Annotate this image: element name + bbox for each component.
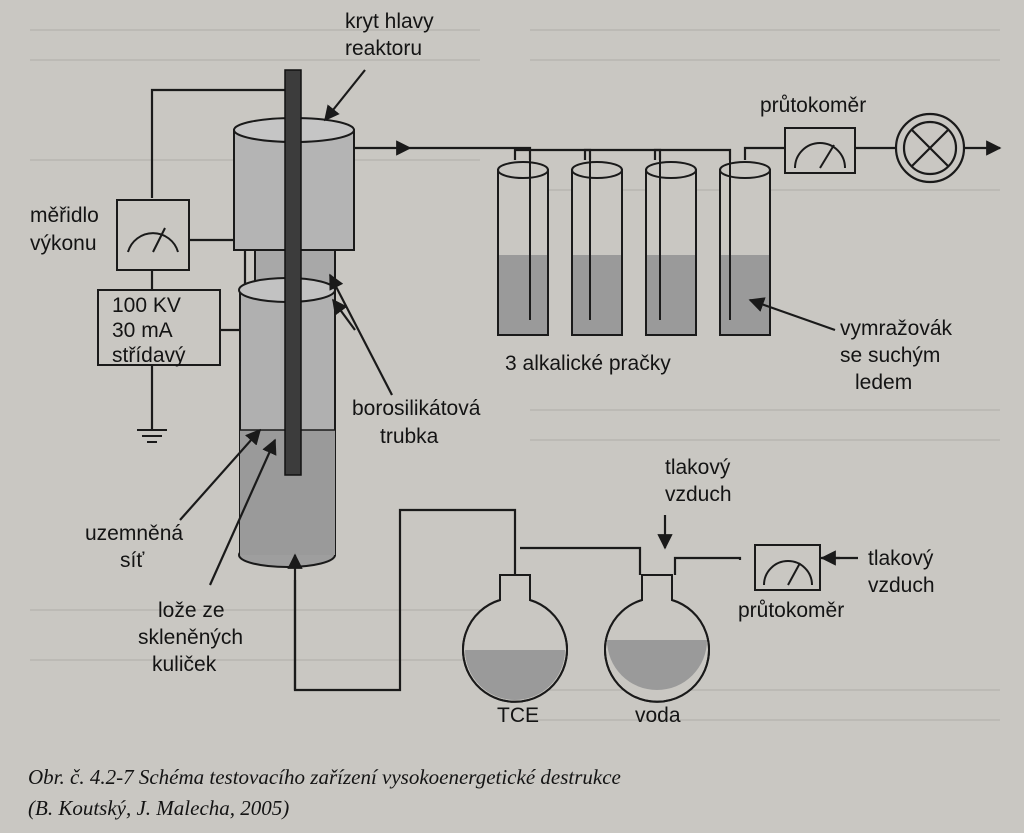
- label-air1-1: tlakový: [665, 456, 731, 479]
- label-dry-ice-2: se suchým: [840, 344, 940, 367]
- label-power-supply-2: 30 mA: [112, 319, 173, 342]
- arrow-reactor-cover: [324, 69, 366, 122]
- pointer-arrows: [179, 69, 858, 690]
- power-meter: [116, 199, 190, 271]
- dry-ice-trap: [719, 160, 771, 336]
- meter-needle: [152, 227, 166, 253]
- label-tube-2: trubka: [380, 425, 439, 448]
- label-tube-1: borosilikátová: [352, 397, 481, 420]
- label-reactor-cover-2: reaktoru: [345, 37, 422, 60]
- label-bead-3: kuliček: [152, 653, 217, 676]
- flowmeter-top: [784, 127, 856, 174]
- central-electrode: [284, 69, 302, 476]
- reactor: [233, 69, 355, 568]
- flask-water: [604, 574, 710, 703]
- label-bead-2: skleněných: [138, 626, 243, 649]
- labels: kryt hlavy reaktoru měřidlo výkonu 100 K…: [28, 10, 953, 820]
- scrubber-2: [571, 160, 623, 336]
- label-power-supply-3: střídavý: [112, 344, 186, 367]
- arrow-dry-ice: [748, 297, 836, 332]
- arrow-tube: [332, 298, 356, 331]
- power-supply-box: [97, 289, 221, 366]
- label-tce: TCE: [497, 704, 539, 727]
- label-water: voda: [635, 704, 681, 727]
- label-dry-ice-3: ledem: [855, 371, 912, 394]
- label-flowmeter-bottom: průtokoměr: [738, 599, 844, 622]
- caption-line-1: Obr. č. 4.2-7 Schéma testovacího zařízen…: [28, 765, 621, 789]
- flask-tce: [462, 574, 568, 703]
- label-power-supply-1: 100 KV: [112, 294, 181, 317]
- label-dry-ice-1: vymražovák: [840, 317, 953, 340]
- label-air2-2: vzduch: [868, 574, 935, 597]
- arrow-mesh: [179, 428, 262, 521]
- caption-line-2: (B. Koutský, J. Malecha, 2005): [28, 796, 289, 820]
- label-bead-1: lože ze: [158, 599, 225, 622]
- arrow-bead-bed: [208, 438, 277, 586]
- pump-icon: [894, 112, 966, 184]
- scrubbers: [497, 160, 771, 336]
- ground-icon: [137, 429, 167, 443]
- label-mesh-2: síť: [120, 549, 145, 572]
- label-flowmeter-top: průtokoměr: [760, 94, 866, 117]
- flowmeter-bottom: [754, 544, 821, 591]
- label-power-meter-1: měřidlo: [30, 204, 99, 227]
- label-mesh-1: uzemněná: [85, 522, 183, 545]
- label-scrubbers: 3 alkalické pračky: [505, 352, 671, 375]
- scrubber-3: [645, 160, 697, 336]
- label-air1-2: vzduch: [665, 483, 732, 506]
- label-reactor-cover-1: kryt hlavy: [345, 10, 434, 33]
- label-power-meter-2: výkonu: [30, 232, 97, 255]
- arrow-tube-2: [329, 273, 393, 396]
- label-air2-1: tlakový: [868, 547, 934, 570]
- scrubber-1: [497, 160, 549, 336]
